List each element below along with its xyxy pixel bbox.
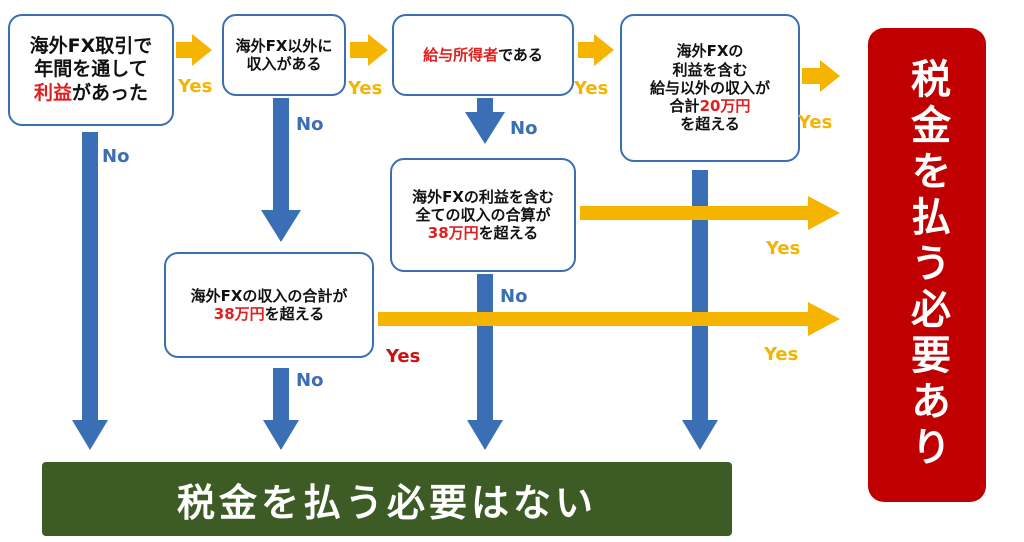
no-arrow-5 [467, 274, 503, 450]
no-arrow-3 [263, 368, 299, 450]
result-yes-text: 税金を払う必要あり [904, 58, 950, 472]
result-tax-required: 税金を払う必要あり [868, 28, 986, 502]
box3-rest: である [498, 45, 543, 64]
yes-label-2: Yes [348, 78, 383, 99]
box6-line1: 海外FXの収入の合計が [190, 286, 348, 305]
box4-line4-pre: 合計 [669, 97, 700, 116]
yes-arrow-5 [580, 196, 840, 230]
yes-label-6: Yes [764, 344, 799, 365]
no-arrow-1 [72, 132, 108, 450]
box4-line2: 利益を含む [672, 60, 748, 79]
yes-arrow-6 [378, 302, 840, 336]
decision-salary-earner: 給与所得者である [392, 14, 574, 96]
box1-line3-rest: があった [72, 81, 149, 104]
no-label-2: No [296, 114, 324, 135]
box4-line4-red: 20万円 [699, 97, 751, 116]
box1-line2: 年間を通して [34, 58, 148, 81]
box5-line3-rest: を超える [478, 224, 539, 243]
result-no-tax-needed: 税金を払う必要はない [42, 462, 732, 536]
box5-line3-red: 38万円 [427, 224, 479, 243]
box2-line1: 海外FX以外に [235, 36, 333, 55]
yes-arrow-3 [578, 34, 614, 66]
box4-line5: を超える [680, 115, 740, 134]
yes-label-5: Yes [766, 238, 801, 259]
box6-line2-rest: を超える [264, 305, 325, 323]
box2-line2: 収入がある [246, 55, 322, 73]
decision-income-over-20man: 海外FXの 利益を含む 給与以外の収入が 合計20万円 を超える [620, 14, 800, 162]
no-label-5: No [296, 370, 324, 391]
no-arrow-2 [261, 98, 301, 242]
no-label-4: No [500, 286, 528, 307]
box1-line1: 海外FX取引で [29, 35, 153, 58]
yes-arrow-4 [802, 60, 840, 92]
box4-line1: 海外FXの [676, 42, 744, 61]
box3-red: 給与所得者 [423, 45, 499, 64]
box5-line1: 海外FXの利益を含む [412, 187, 554, 206]
box4-line3: 給与以外の収入が [649, 78, 770, 97]
no-arrow-6 [682, 170, 718, 450]
yes-label-4: Yes [798, 112, 833, 133]
box6-line2-red: 38万円 [213, 305, 265, 323]
no-label-3: No [510, 118, 538, 139]
yes-label-3: Yes [574, 78, 609, 99]
decision-fx-income-over-38man: 海外FXの収入の合計が 38万円を超える [164, 252, 374, 358]
result-no-text: 税金を払う必要はない [176, 480, 597, 525]
decision-total-income-over-38man: 海外FXの利益を含む 全ての収入の合算が 38万円を超える [390, 158, 576, 272]
box5-line2: 全ての収入の合算が [415, 205, 551, 224]
no-arrow-4 [465, 98, 505, 144]
box1-line3-red: 利益 [33, 81, 72, 104]
no-label-1: No [102, 146, 130, 167]
yes-label-7: Yes [386, 346, 421, 367]
decision-other-income: 海外FX以外に 収入がある [222, 14, 346, 96]
decision-fx-profit: 海外FX取引で 年間を通して 利益があった [8, 14, 174, 126]
yes-label-1: Yes [178, 76, 213, 97]
yes-arrow-1 [176, 34, 212, 66]
yes-arrow-2 [350, 34, 388, 66]
